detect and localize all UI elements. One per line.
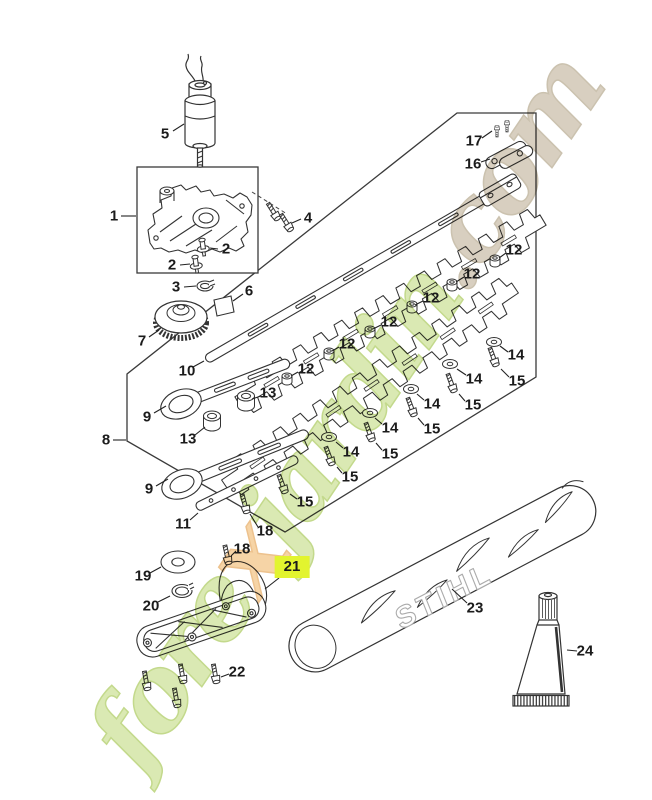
blade-scabbard-part: STIHL [288,480,597,673]
motor-part [184,53,216,168]
connector-link-part [485,140,534,170]
guide-bar-part [204,173,522,363]
washer-disc-part [160,550,196,574]
info-plate-part [213,295,235,317]
mount-strip-part [195,455,299,511]
housing-cover-part [136,560,268,658]
grease-tube-part [512,591,570,707]
drive-rod-lower-part [161,429,310,500]
gearbox-part [147,184,253,254]
lock-washer-part [196,279,216,292]
leader-lines [113,123,578,678]
assembly-box-8 [126,112,537,533]
gear-part [153,300,209,341]
snap-ring-part [171,582,195,599]
drive-rod-upper-part [160,358,291,420]
hardware-layer [141,119,510,709]
